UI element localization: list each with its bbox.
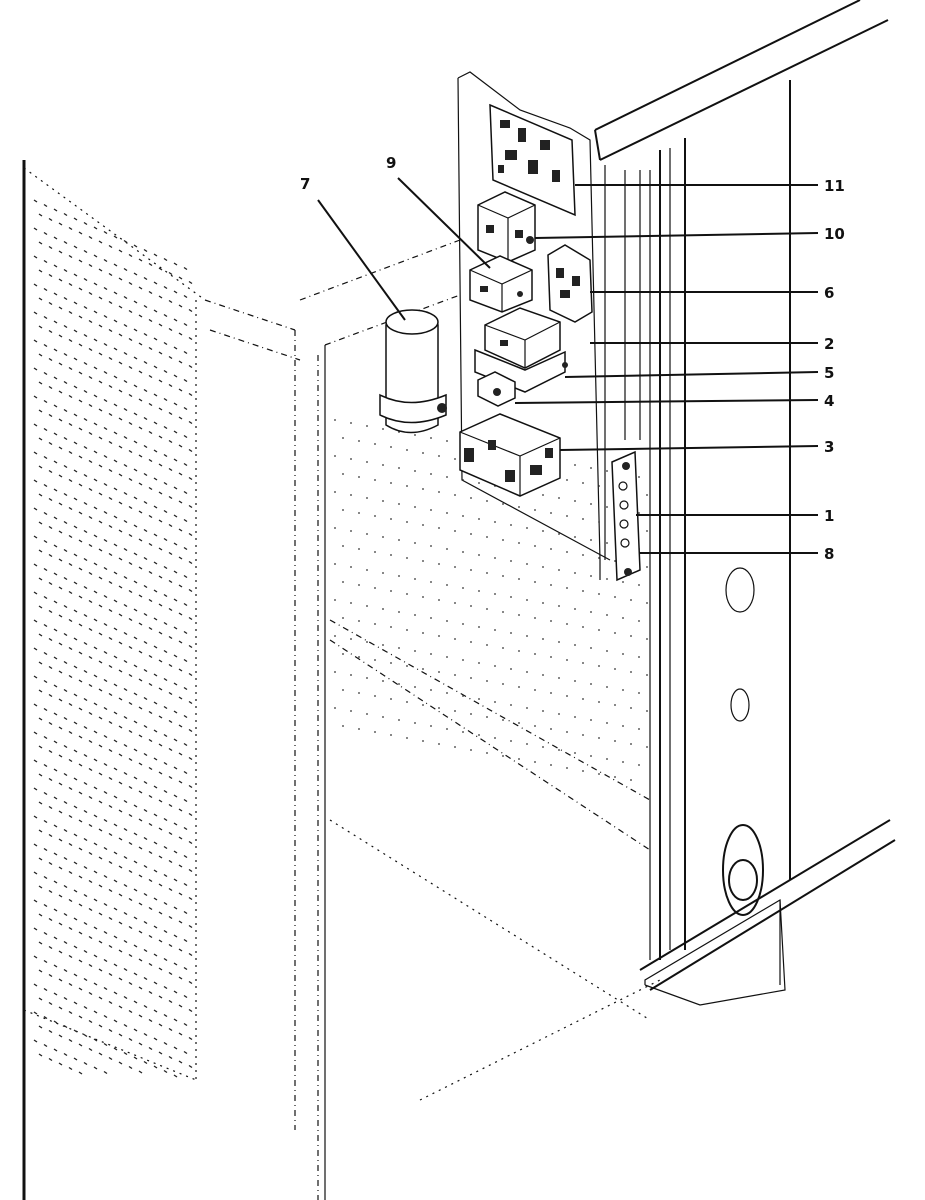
vertical-post — [594, 0, 896, 1006]
callout-6: 6 — [824, 284, 834, 302]
fuse-holder — [477, 371, 516, 407]
capacitor — [379, 309, 447, 434]
callout-4: 4 — [824, 392, 834, 410]
contactor — [469, 255, 533, 313]
relay — [477, 191, 536, 263]
callout-1: 1 — [824, 507, 834, 525]
callout-9: 9 — [386, 154, 396, 172]
callout-2: 2 — [824, 335, 834, 353]
callout-11: 11 — [824, 177, 845, 195]
terminal-block — [547, 244, 593, 323]
cabinet-frame — [204, 239, 661, 1200]
callout-10: 10 — [824, 225, 845, 243]
grille-perforations — [33, 199, 193, 1078]
transformer — [474, 307, 568, 393]
callout-labels: 11 10 6 2 5 4 3 1 8 9 7 — [300, 154, 845, 563]
circuit-board — [489, 103, 576, 217]
perforated-grille-panel — [22, 160, 206, 1200]
switch-assembly — [459, 413, 561, 497]
callout-3: 3 — [824, 438, 834, 456]
callout-7: 7 — [300, 175, 310, 193]
leader-lines — [317, 177, 819, 554]
callout-5: 5 — [824, 364, 834, 382]
callout-8: 8 — [824, 545, 834, 563]
terminal-strip — [611, 450, 641, 582]
